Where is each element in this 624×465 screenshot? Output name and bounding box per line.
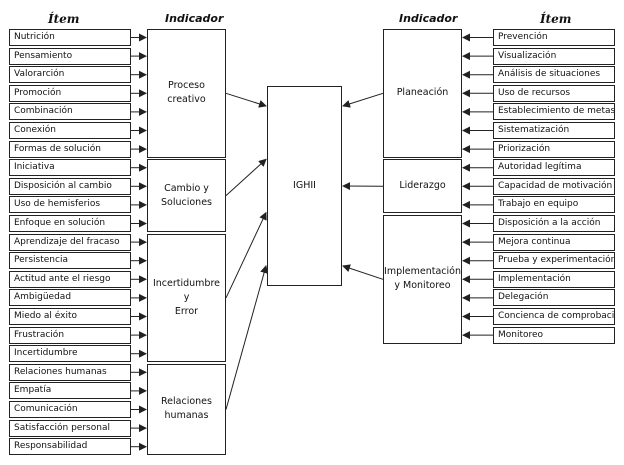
left-item-satisfaccion-personal: Satisfacción personal	[9, 419, 131, 437]
left-item-ambiguedad: Ambigüedad	[9, 289, 131, 307]
right-item-trabajo-en-equipo: Trabajo en equipo	[493, 196, 615, 214]
left-indicator-proceso-creativo: Proceso creativo	[147, 29, 226, 158]
right-item-disposicion-a-la-accion: Disposición a la acción	[493, 215, 615, 232]
indicator-label: Cambio y Soluciones	[161, 182, 212, 208]
indicator-label: Proceso creativo	[167, 80, 206, 106]
left-item-formas-de-solucion: Formas de solución	[9, 140, 131, 158]
right-item-priorizacion: Priorización	[493, 140, 615, 158]
indicator-label: Planeación	[396, 87, 449, 99]
left-indicator-incertidumbre-y-error: Incertidumbre y Error	[147, 233, 226, 363]
left-item-frustracion: Frustración	[9, 326, 131, 344]
arrow-indicator-to-center	[342, 264, 384, 280]
indicator-label: Incertidumbre y Error	[152, 277, 221, 317]
header-right-indicator: Indicador	[399, 12, 458, 25]
indicator-label: Relaciones humanas	[161, 396, 212, 422]
arrow-indicator-to-center	[225, 158, 267, 196]
right-item-sistematizacion: Sistematización	[493, 122, 615, 139]
left-item-miedo-al-exito: Miedo al éxito	[9, 308, 131, 325]
arrow-indicator-to-center	[225, 92, 267, 108]
right-item-concienca-de-comprobacion: Concienca de comprobación	[493, 308, 615, 325]
left-item-valorarcion: Valorarción	[9, 66, 131, 84]
left-item-conexion: Conexión	[9, 122, 131, 139]
right-item-prevencion: Prevención	[493, 29, 615, 46]
right-item-implementacion: Implementación	[493, 270, 615, 288]
right-indicator-liderazgo: Liderazgo	[383, 159, 462, 214]
left-item-relaciones-humanas: Relaciones humanas	[9, 363, 131, 381]
indicator-label: Liderazgo	[399, 180, 446, 192]
left-item-combinacion: Combinación	[9, 103, 131, 121]
left-item-actitud-ante-el-riesgo: Actitud ante el riesgo	[9, 270, 131, 288]
left-item-uso-de-hemisferios: Uso de hemisferios	[9, 196, 131, 214]
right-item-visualizacion: Visualización	[493, 47, 615, 65]
left-item-responsabilidad: Responsabilidad	[9, 438, 131, 456]
right-item-capacidad-de-motivacion: Capacidad de motivación	[493, 177, 615, 195]
left-indicator-cambio-y-soluciones: Cambio y Soluciones	[147, 159, 226, 232]
left-item-incertidumbre: Incertidumbre	[9, 345, 131, 363]
center-node-label: IGHII	[293, 180, 316, 191]
left-item-comunicacion: Comunicación	[9, 401, 131, 418]
left-indicator-relaciones-humanas: Relaciones humanas	[147, 363, 226, 456]
right-item-analisis-de-situaciones: Análisis de situaciones	[493, 66, 615, 84]
header-right-item: Ítem	[540, 12, 572, 26]
left-item-persistencia: Persistencia	[9, 252, 131, 270]
indicator-label: Implementación y Monitoreo	[384, 266, 461, 292]
left-item-disposicion-al-cambio: Disposición al cambio	[9, 177, 131, 195]
right-indicator-implementacion-y-monitoreo: Implementación y Monitoreo	[383, 215, 462, 344]
left-item-nutricion: Nutrición	[9, 29, 131, 46]
center-node-ighii: IGHII	[267, 86, 342, 286]
left-item-aprendizaje-del-fracaso: Aprendizaje del fracaso	[9, 233, 131, 251]
arrow-indicator-to-center	[225, 211, 267, 299]
right-item-uso-de-recursos: Uso de recursos	[493, 84, 615, 102]
right-item-autoridad-legitima: Autoridad legítima	[493, 159, 615, 177]
arrow-indicator-to-center	[225, 265, 268, 410]
left-item-enfoque-en-solucion: Enfoque en solución	[9, 215, 131, 232]
header-left-indicator: Indicador	[165, 12, 224, 25]
right-item-prueba-y-experimentacion: Prueba y experimentación	[493, 252, 615, 270]
right-item-monitoreo: Monitoreo	[493, 326, 615, 344]
right-item-mejora-continua: Mejora continua	[493, 233, 615, 251]
arrow-indicator-to-center	[342, 92, 384, 108]
left-item-pensamiento: Pensamiento	[9, 47, 131, 65]
right-indicator-planeacion: Planeación	[383, 29, 462, 158]
header-left-item: Ítem	[48, 12, 80, 26]
right-item-delegacion: Delegación	[493, 289, 615, 307]
left-item-empatia: Empatía	[9, 382, 131, 400]
left-item-iniciativa: Iniciativa	[9, 159, 131, 177]
right-item-establecimiento-de-metas: Establecimiento de metas	[493, 103, 615, 121]
left-item-promocion: Promoción	[9, 84, 131, 102]
